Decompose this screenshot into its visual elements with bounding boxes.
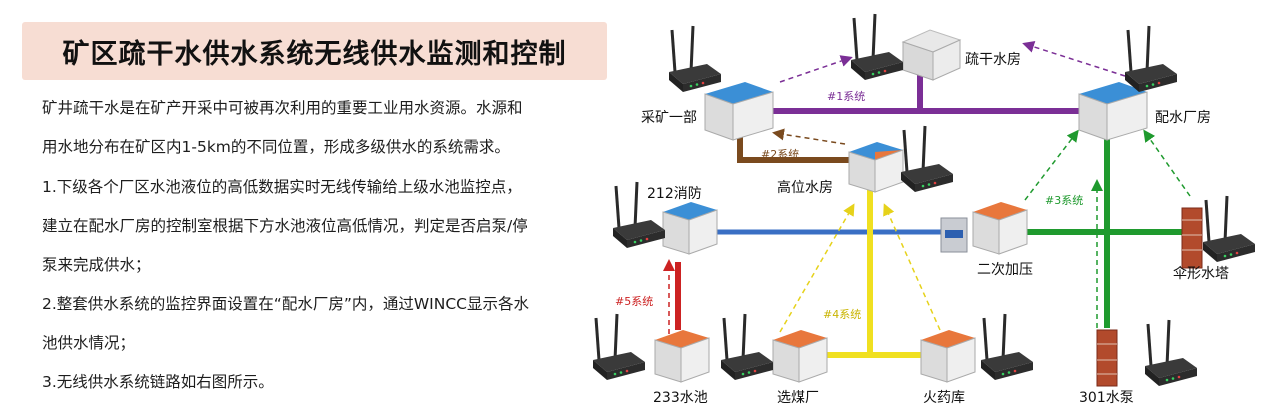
building-caikuang [704,82,774,141]
sys4-wireless-left [779,203,855,333]
label-huoyao: 火药库 [923,390,965,406]
point-1-line-2: 建立在配水厂房的控制室根据下方水池液位高低情况，判定是否启泵/停 [42,217,528,235]
sys2-label: #2系统 [761,148,799,161]
water-tower-sanxing [1181,207,1203,269]
point-2-line-1: 2.整套供水系统的监控界面设置在“配水厂房”内，通过WINCC显示各水 [42,295,529,313]
label-peishui: 配水厂房 [1155,110,1211,126]
label-301: 301水泵 [1079,390,1134,406]
router-icon-huoyao [979,312,1035,382]
sys4-wireless-right [883,203,941,331]
sys3-label: #3系统 [1045,194,1083,207]
label-erci: 二次加压 [977,262,1033,278]
router-icon-xuanmei [719,312,775,382]
label-shugan: 疏干水房 [965,52,1021,68]
building-shugan [901,29,962,81]
label-caikuang: 采矿一部 [641,110,697,126]
building-xuanmei [772,330,828,383]
point-1-line-1: 1.下级各个厂区水池液位的高低数据实时无线传输给上级水池监控点， [42,178,522,196]
sys1-wireless-right [1022,41,1126,77]
label-xuanmei: 选煤厂 [777,390,819,406]
point-2-line-2: 池供水情况； [42,334,136,352]
router-icon-gaowei [899,124,955,194]
building-gaowei [848,142,904,193]
building-peishui [1078,82,1148,141]
point-3-line-1: 3.无线供水系统链路如右图所示。 [42,373,274,391]
point-1-line-3: 泵来完成供水； [42,256,151,274]
router-icon-sanxing [1201,194,1257,264]
intro-line-2: 用水地分布在矿区内1-5km的不同位置，形成多级供水的系统需求。 [42,138,510,156]
title-banner: 矿区疏干水供水系统无线供水监测和控制 [22,22,607,80]
router-icon-233 [591,312,647,382]
router-icon-shugan [849,12,905,82]
router-icon-301 [1143,318,1199,388]
sys3-wireless-left [1024,129,1079,201]
router-icon-caikuang [667,24,723,94]
page-title: 矿区疏干水供水系统无线供水监测和控制 [62,38,567,70]
sys2-pipe [737,130,865,163]
water-pump-301 [1096,329,1118,387]
building-erci [940,202,1028,255]
sys4-label: #4系统 [823,308,861,321]
label-233: 233水池 [653,390,708,406]
sys1-wireless-left [779,55,853,83]
building-xiaofang [662,202,718,255]
label-gaowei: 高位水房 [777,179,833,196]
label-xiaofang: 212消防 [647,186,702,202]
sys3-wireless-right [1143,129,1191,197]
sys2-wireless [772,128,846,145]
sys5-label: #5系统 [615,295,653,308]
water-supply-network-diagram: #1系统 #2系统 #3系统 #4系统 #5系统 [591,12,1257,406]
label-sanxing: 伞形水塔 [1173,265,1229,282]
building-huoyao [920,330,976,383]
intro-line-1: 矿井疏干水是在矿产开采中可被再次利用的重要工业用水资源。水源和 [42,99,523,117]
sys1-label: #1系统 [827,90,865,103]
router-icon-peishui [1123,24,1179,94]
building-233 [654,330,710,383]
